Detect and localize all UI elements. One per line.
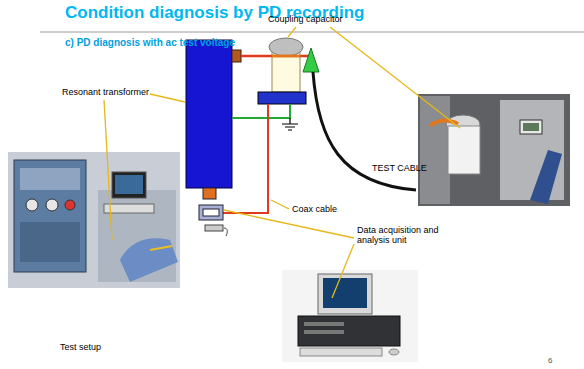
coax-wire xyxy=(223,104,268,213)
computer-photo xyxy=(282,270,418,362)
page-number: 6 xyxy=(548,356,552,365)
test-van-photo xyxy=(8,152,180,288)
ground-symbol xyxy=(282,118,298,130)
transformer-block xyxy=(186,40,232,188)
measuring-impedance xyxy=(258,92,306,104)
part-name: TEST CABLE xyxy=(372,163,427,173)
title-rule xyxy=(40,32,584,33)
part-name: Coax cable xyxy=(292,204,337,214)
subtitle: c) PD diagnosis with ac test voltage xyxy=(65,37,235,49)
part-name: Coupling capacitor xyxy=(268,14,343,24)
cable-termination xyxy=(303,48,319,72)
part-name: Resonant transformer xyxy=(62,87,149,97)
capacitor-photo xyxy=(418,94,570,206)
capacitor-body xyxy=(272,52,300,92)
leader-lines xyxy=(104,27,460,298)
caption-note: Test setup xyxy=(60,342,101,352)
part-name: Data acquisition and analysis unit xyxy=(357,225,465,246)
